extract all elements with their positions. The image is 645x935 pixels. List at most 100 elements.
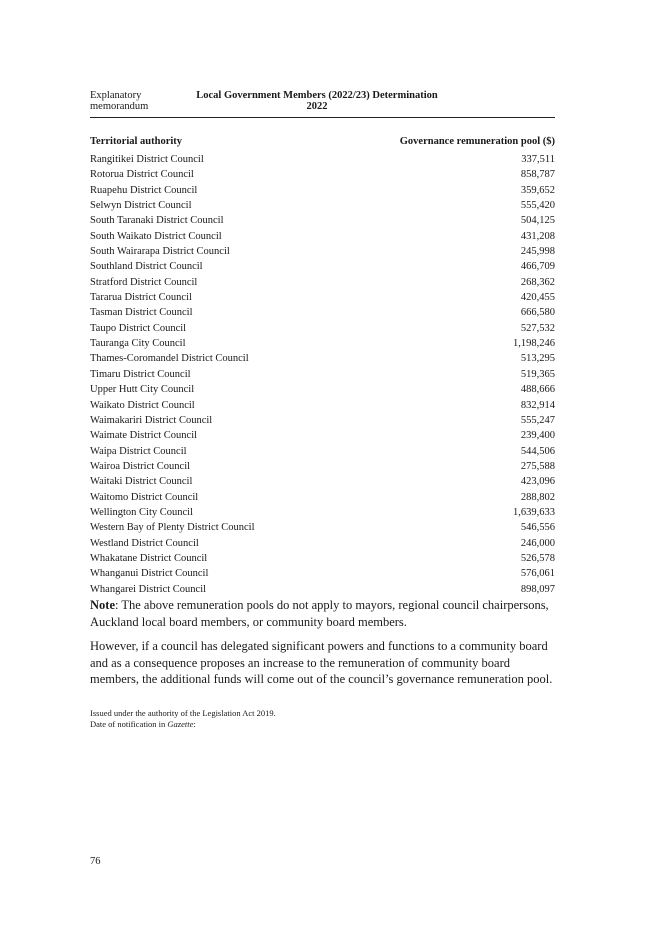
pool-value: 488,666 — [520, 384, 555, 396]
header-label-line1: Explanatory — [90, 90, 142, 101]
authority-name: South Waikato District Council — [90, 230, 222, 242]
table-row: Whangarei District Council 898,097 — [90, 582, 555, 597]
col-header-authority: Territorial authority — [90, 136, 183, 147]
pool-value: 898,097 — [520, 583, 555, 595]
authority-name: Tararua District Council — [90, 292, 192, 304]
authority-name: Westland District Council — [90, 537, 199, 549]
pool-value: 246,000 — [520, 537, 555, 549]
authority-name: Whanganui District Council — [90, 568, 209, 580]
authority-name: Taupo District Council — [90, 322, 187, 334]
authority-name: Stratford District Council — [90, 276, 198, 288]
pool-value: 268,362 — [520, 276, 555, 288]
table-row: Timaru District Council 519,365 — [90, 367, 555, 382]
authority-name: Timaru District Council — [90, 368, 191, 380]
notification-date: Date of notification in Gazette: — [90, 719, 390, 730]
pool-value: 519,365 — [520, 368, 555, 380]
pool-value: 832,914 — [520, 399, 555, 411]
pool-value: 666,580 — [520, 307, 555, 319]
header-title-line2: 2022 — [306, 101, 328, 112]
notification-date-suffix: : — [193, 719, 196, 729]
header-title: Local Government Members (2022/23) Deter… — [192, 90, 442, 112]
pool-value: 288,802 — [520, 491, 555, 503]
authority-name: Waitaki District Council — [90, 476, 193, 488]
table-row: Waitomo District Council 288,802 — [90, 490, 555, 505]
authority-name: Ruapehu District Council — [90, 184, 198, 196]
table-row: South Wairarapa District Council 245,998 — [90, 244, 555, 259]
table-row: Whakatane District Council 526,578 — [90, 551, 555, 566]
header-rule — [90, 117, 555, 118]
table-header-row: Territorial authority Governance remuner… — [90, 132, 555, 152]
authority-name: Waitomo District Council — [90, 491, 199, 503]
note-paragraph-1: Note: The above remuneration pools do no… — [90, 597, 555, 630]
pool-value: 555,420 — [520, 200, 555, 212]
issued-statement: Issued under the authority of the Legisl… — [90, 708, 276, 718]
table-row: Rotorua District Council 858,787 — [90, 167, 555, 182]
table-row: Upper Hutt City Council 488,666 — [90, 382, 555, 397]
authority-name: Whakatane District Council — [90, 552, 208, 564]
note-section: Note: The above remuneration pools do no… — [90, 597, 555, 696]
table-row: Tauranga City Council 1,198,246 — [90, 336, 555, 351]
table-row: South Taranaki District Council 504,125 — [90, 213, 555, 228]
gazette-name: Gazette — [167, 719, 194, 729]
page-number: 76 — [90, 856, 101, 867]
authority-name: Rotorua District Council — [90, 169, 194, 181]
header-section-label: Explanatory memorandum — [90, 90, 180, 112]
table-row: Waikato District Council 832,914 — [90, 398, 555, 413]
authority-name: South Taranaki District Council — [90, 215, 224, 227]
pool-value: 275,588 — [520, 460, 555, 472]
authority-name: Whangarei District Council — [90, 583, 207, 595]
table-row: Wellington City Council 1,639,633 — [90, 505, 555, 520]
pool-value: 858,787 — [520, 169, 555, 181]
authority-name: Tauranga City Council — [90, 338, 186, 350]
table-row: Westland District Council 246,000 — [90, 536, 555, 551]
header-label-line2: memorandum — [90, 101, 149, 112]
pool-value: 466,709 — [520, 261, 555, 273]
authority-name: Tasman District Council — [90, 307, 193, 319]
pool-value: 526,578 — [520, 552, 555, 564]
authority-name: South Wairarapa District Council — [90, 246, 230, 258]
header-title-line1: Local Government Members (2022/23) Deter… — [196, 90, 438, 101]
authority-name: Selwyn District Council — [90, 200, 192, 212]
table-row: Tasman District Council 666,580 — [90, 305, 555, 320]
table-row: Ruapehu District Council 359,652 — [90, 183, 555, 198]
authority-name: Wellington City Council — [90, 506, 193, 518]
pool-value: 423,096 — [520, 476, 555, 488]
note-paragraph-2: However, if a council has delegated sign… — [90, 639, 553, 686]
note-text-1: : The above remuneration pools do not ap… — [90, 598, 549, 629]
col-header-pool: Governance remuneration pool ($) — [399, 136, 555, 147]
authority-name: Waikato District Council — [90, 399, 195, 411]
authority-name: Upper Hutt City Council — [90, 384, 195, 396]
table-row: Tararua District Council 420,455 — [90, 290, 555, 305]
table-row: South Waikato District Council 431,208 — [90, 229, 555, 244]
pool-value: 546,556 — [520, 522, 555, 534]
notification-date-prefix: Date of notification in — [90, 719, 168, 729]
authority-name: Southland District Council — [90, 261, 203, 273]
table-row: Selwyn District Council 555,420 — [90, 198, 555, 213]
authority-name: Waipa District Council — [90, 445, 187, 457]
authority-name: Rangitikei District Council — [90, 154, 204, 165]
pool-value: 420,455 — [520, 292, 555, 304]
footer-block: Issued under the authority of the Legisl… — [90, 708, 390, 730]
remuneration-table: Territorial authority Governance remuner… — [90, 132, 555, 597]
table-row: Rangitikei District Council 337,511 — [90, 152, 555, 167]
pool-value: 1,639,633 — [513, 506, 555, 518]
pool-value: 245,998 — [520, 246, 555, 258]
pool-value: 239,400 — [520, 430, 555, 442]
authority-name: Thames-Coromandel District Council — [90, 353, 249, 365]
pool-value: 337,511 — [521, 154, 555, 165]
pool-value: 1,198,246 — [513, 338, 555, 350]
pool-value: 431,208 — [520, 230, 555, 242]
note-label: Note — [90, 598, 115, 612]
pool-value: 555,247 — [520, 414, 555, 426]
pool-value: 504,125 — [520, 215, 555, 227]
table-row: Southland District Council 466,709 — [90, 259, 555, 274]
pool-value: 359,652 — [520, 184, 555, 196]
